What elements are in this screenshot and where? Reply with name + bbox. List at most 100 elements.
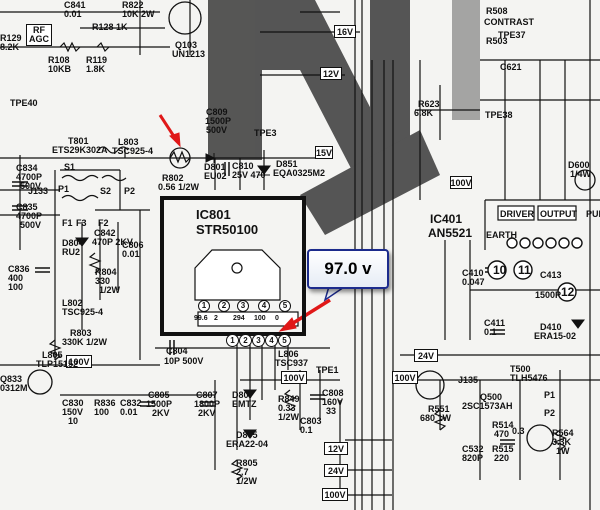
ic401-block: [497, 205, 577, 221]
label-c810v: 25V 470: [232, 170, 266, 180]
label-r804v2: 1/2W: [99, 285, 121, 295]
label-c803v: 0.1: [300, 425, 313, 435]
label-f3: F3: [76, 218, 87, 228]
label-pulse: PULSE: [586, 209, 600, 219]
ic801-lower-pin-3: 3: [252, 334, 265, 347]
label-t500v: TLH5476: [510, 373, 548, 383]
label-r802v: 0.56 1/2W: [158, 182, 200, 192]
label-c834: C834: [16, 163, 38, 173]
label-c805v2: 2KV: [152, 408, 170, 418]
label-r514: R514: [492, 420, 514, 430]
label-r822: R822: [122, 0, 144, 10]
ic401-pins: [487, 237, 583, 302]
label-c413: C413: [540, 270, 562, 280]
label-r564v: 3.3K: [552, 437, 572, 447]
label-c832: C832: [120, 398, 142, 408]
ic401-pin-12: 12: [561, 285, 575, 299]
ic801-pin-value: 294: [233, 315, 245, 322]
label-c413v: 1500P: [535, 290, 562, 300]
ic801-pin-1: 1: [198, 300, 210, 312]
label-t801v: ETS29K302A: [52, 145, 108, 155]
label-j135: J135: [458, 375, 479, 385]
label-r805v: 2.7: [236, 467, 249, 477]
label-r508: R508: [486, 6, 508, 16]
label-d801: D801: [204, 162, 226, 172]
label-q833: Q833: [0, 374, 23, 384]
label-d804: D804: [62, 238, 84, 248]
label-c808v: 160V: [322, 397, 344, 407]
label-r108: R108: [48, 55, 70, 65]
label-d804v: RU2: [62, 247, 81, 257]
rail-tag-100v-t500: 100V: [392, 371, 418, 384]
label-d805v: ERA22-04: [226, 439, 269, 449]
label-c832v: 0.01: [120, 407, 138, 417]
label-d801v: EU02: [204, 171, 227, 181]
label-c805: C805: [148, 390, 170, 400]
label-r623: R623: [418, 99, 440, 109]
rf-agc-box: RF AGC: [26, 24, 52, 46]
label-driver: DRIVER: [500, 209, 535, 219]
label-c806: C806: [122, 240, 144, 250]
label-q500: Q500: [480, 392, 503, 402]
label-r804v: 330: [95, 276, 111, 286]
label-d600: D600: [568, 160, 590, 170]
label-r119: R119: [86, 55, 108, 65]
label-c807: C807: [196, 390, 218, 400]
label-r836: R836: [94, 398, 116, 408]
label-d805: D805: [236, 430, 258, 440]
label-r849v2: 1/2W: [278, 412, 300, 422]
ic801-lower-pin-2: 2: [239, 334, 252, 347]
label-r551v: 680 1W: [420, 413, 452, 423]
label-c411: C411: [484, 318, 506, 328]
label-c410v: 0.047: [462, 277, 485, 287]
label-p1: P1: [58, 184, 70, 194]
label-l805v: TLP15152: [36, 359, 79, 369]
label-contrast: CONTRAST: [484, 17, 534, 27]
silkscreen-overlay: [208, 0, 480, 235]
rail-tag-12v: 12V: [324, 442, 348, 455]
label-p2b: P2: [544, 408, 556, 418]
ic801-pin-value: 99.6: [194, 315, 208, 322]
label-r515v: 220: [494, 453, 510, 463]
rail-tag-100v-bottom: 100V: [322, 488, 348, 501]
label-q103v: UN1213: [172, 49, 206, 59]
label-s1: S1: [64, 162, 76, 172]
label-c836v2: 100: [8, 282, 24, 292]
label-ic401v: AN5521: [428, 226, 473, 240]
label-c841: C841: [64, 0, 86, 10]
label-c532v: 820P: [462, 453, 484, 463]
rail-tag-24v-top: 24V: [414, 349, 438, 362]
label-t801: T801: [68, 136, 89, 146]
label-r822v: 10K 2W: [122, 9, 155, 19]
red-arrows: [158, 114, 331, 332]
label-c830v2: 10: [68, 416, 79, 426]
label-c835: C835: [16, 202, 38, 212]
label-r564: R564: [552, 428, 574, 438]
label-j133: J133: [28, 186, 49, 196]
label-d851: D851: [276, 159, 298, 169]
label-c804: C804: [166, 346, 188, 356]
label-r564v2: 1W: [556, 446, 570, 456]
label-c841v: 0.01: [64, 9, 82, 19]
label-r804: R804: [95, 267, 117, 277]
rail-tag-16v: 16V: [334, 25, 356, 38]
label-d851v: EQA0325M2: [273, 168, 326, 178]
rail-tag-100v-mid: 100V: [281, 371, 307, 384]
label-c805v: 1500P: [146, 399, 173, 409]
label-r119v: 1.8K: [86, 64, 106, 74]
label-r803v: 330K 1/2W: [62, 337, 108, 347]
label-c411v: 0.1: [484, 327, 497, 337]
label-r805: R805: [236, 458, 258, 468]
label-c410: C410: [462, 268, 484, 278]
label-c830: C830: [62, 398, 84, 408]
ic801-ref: IC801: [196, 207, 231, 222]
label-l805: L805: [42, 350, 63, 360]
label-l806v: TSC937: [275, 358, 309, 368]
label-c842v: 470P 2KV: [92, 237, 133, 247]
label-q833v: 0312M: [0, 383, 28, 393]
label-output: OUTPUT: [540, 209, 577, 219]
label-c807v2: 2KV: [198, 408, 216, 418]
rail-tag-12v-top: 12V: [320, 67, 342, 80]
rail-tag-24v: 24V: [324, 464, 348, 477]
